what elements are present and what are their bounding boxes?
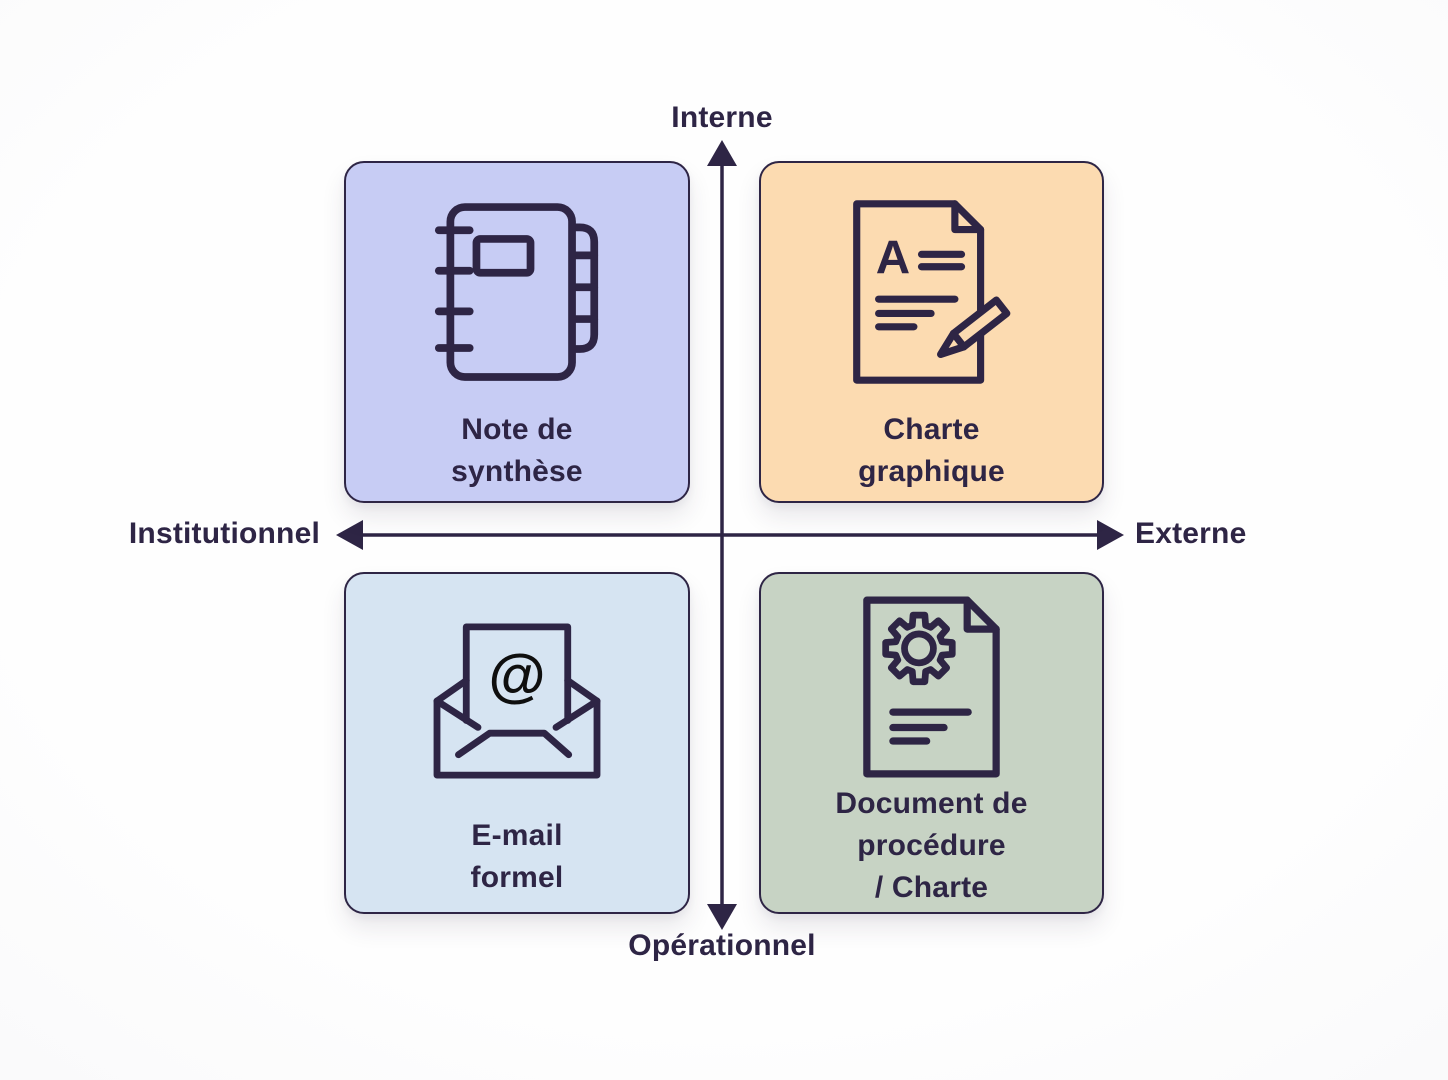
quadrant-label-charte-graphique: Charte graphique <box>858 413 1005 488</box>
quadrant-note-de-synthese: Note de synthèse <box>344 161 690 503</box>
notebook-icon <box>434 203 599 381</box>
document-pencil-icon: A <box>852 200 1010 384</box>
gear-center <box>901 630 937 667</box>
document-outline <box>852 200 984 384</box>
envelope-email-icon: @ <box>433 623 601 779</box>
envelope-side-folds <box>433 697 601 731</box>
document-fold <box>963 596 1000 633</box>
pencil-tip-line <box>949 329 967 351</box>
axis-label-left: Institutionnel <box>128 517 320 550</box>
axis-label-top: Interne <box>671 101 773 134</box>
envelope-body <box>433 697 601 779</box>
at-sign-glyph: @ <box>488 643 545 708</box>
envelope-front-fold <box>455 729 573 759</box>
quadrant-label-email-formel: E-mail formel <box>470 819 564 894</box>
document-outline <box>863 596 1000 778</box>
arrow-down-icon <box>707 904 737 930</box>
axis-label-bottom: Opérationnel <box>628 929 816 962</box>
arrow-left-icon <box>336 520 363 550</box>
gear-icon <box>882 611 956 686</box>
notebook-label <box>472 235 535 277</box>
document-gear-icon <box>863 596 1000 778</box>
quadrant-charte-graphique: A Charte graphique <box>759 161 1104 503</box>
quadrant-label-document-procedure: Document de procédure / Charte <box>835 787 1028 904</box>
notebook-cover <box>446 203 576 381</box>
letter-a-glyph: A <box>875 231 909 284</box>
pencil-icon <box>936 296 1010 358</box>
quadrant-document-procedure: Document de procédure / Charte <box>759 572 1104 914</box>
letter-paper <box>462 623 572 724</box>
envelope-back-flaps <box>433 677 601 705</box>
quadrant-email-formel: @ E-mail formel <box>344 572 690 914</box>
quadrant-label-note-de-synthese: Note de synthèse <box>451 413 583 488</box>
arrow-right-icon <box>1097 520 1124 550</box>
arrow-up-icon <box>707 140 737 166</box>
axis-label-right: Externe <box>1135 517 1247 550</box>
document-fold <box>950 200 984 234</box>
